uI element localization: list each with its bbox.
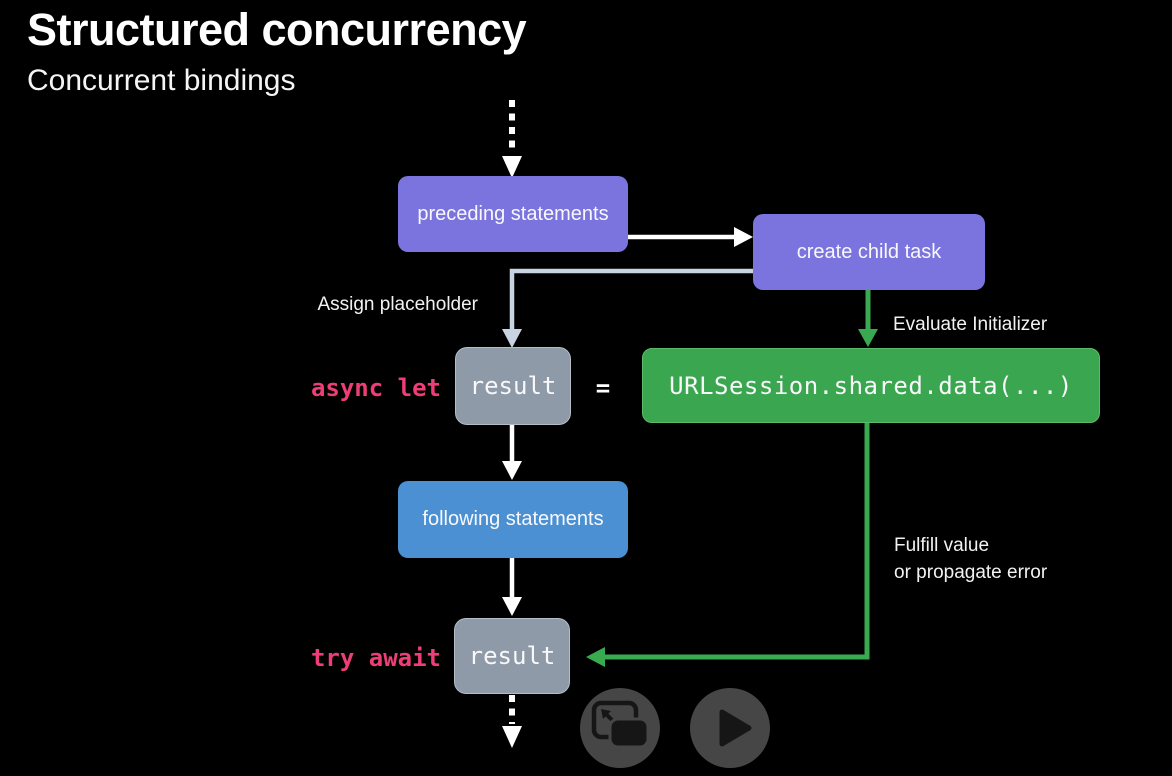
slide-subtitle: Concurrent bindings	[27, 64, 296, 97]
arrowhead-down-icon	[502, 726, 522, 748]
arrow-result-to-following	[502, 425, 522, 480]
arrow-following-to-result	[502, 558, 522, 616]
picture-in-picture-icon	[591, 700, 650, 749]
arrowhead-down-icon	[502, 156, 522, 178]
node-following-statements: following statements	[398, 481, 628, 558]
node-result-await: result	[454, 618, 570, 694]
node-preceding-statements: preceding statements	[398, 176, 628, 252]
arrow-line	[509, 268, 753, 330]
arrowhead-left-icon	[586, 647, 605, 667]
label-evaluate-initializer: Evaluate Initializer	[893, 314, 1048, 335]
play-triangle	[719, 709, 752, 747]
incoming-flow-dashed-arrow	[502, 100, 522, 178]
arrow-preceding-to-create-child	[628, 227, 753, 247]
node-create-child-task: create child task	[753, 214, 985, 290]
arrowhead-right-icon	[734, 227, 753, 247]
arrowhead-down-icon	[858, 329, 878, 347]
slide-title: Structured concurrency	[27, 4, 527, 55]
code-async-let-keyword: async let	[310, 374, 441, 402]
pip-inset-rect	[608, 717, 650, 749]
equals-sign: =	[595, 374, 611, 402]
code-try-await-keyword: try await	[310, 644, 441, 672]
arrowhead-down-icon	[502, 329, 522, 348]
play-icon	[719, 709, 752, 747]
node-label: URLSession.shared.data(...)	[669, 371, 1073, 400]
label-assign-placeholder: Assign placeholder	[317, 294, 478, 315]
arrow-evaluate-initializer	[858, 290, 878, 347]
arrow-fulfill-value	[586, 423, 870, 667]
arrow-assign-placeholder	[502, 268, 753, 348]
node-label: preceding statements	[417, 202, 609, 225]
outgoing-flow-dashed-arrow	[502, 695, 522, 748]
node-result-placeholder: result	[455, 347, 571, 425]
node-label: result	[469, 372, 557, 400]
arrowhead-down-icon	[502, 597, 522, 616]
arrowhead-down-icon	[502, 461, 522, 480]
arrow-line	[604, 423, 870, 660]
label-fulfill-line2: or propagate error	[894, 562, 1048, 583]
pip-arrow-shaft	[603, 711, 615, 723]
node-label: result	[468, 642, 556, 670]
node-label: create child task	[796, 240, 942, 263]
picture-in-picture-button[interactable]	[580, 688, 660, 768]
play-button[interactable]	[690, 688, 770, 768]
node-initializer-expression: URLSession.shared.data(...)	[642, 348, 1100, 423]
node-label: following statements	[422, 508, 604, 530]
label-fulfill-line1: Fulfill value	[894, 535, 990, 556]
label-fulfill-value: Fulfill value or propagate error	[894, 532, 1047, 586]
